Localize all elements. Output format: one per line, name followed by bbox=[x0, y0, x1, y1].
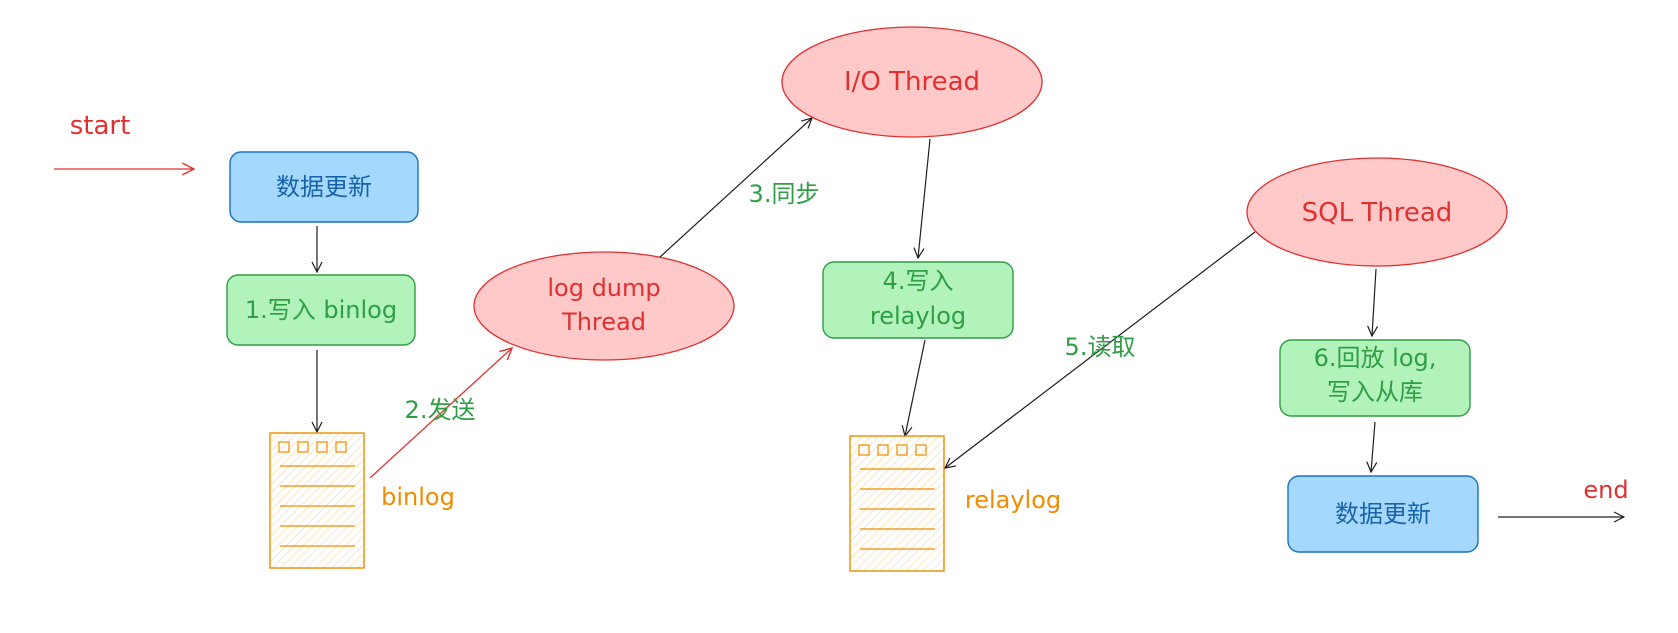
data-update-bottom-node: 数据更新 bbox=[1287, 475, 1479, 553]
relaylog-file-label: relaylog bbox=[965, 486, 1061, 514]
replay-line2: 写入从库 bbox=[1327, 378, 1423, 406]
arrow-read bbox=[945, 231, 1256, 468]
write-relaylog-line2: relaylog bbox=[870, 302, 966, 330]
arrow-sql-to-replay bbox=[1372, 268, 1376, 336]
write-relaylog-node: 4.写入 relaylog bbox=[822, 261, 1014, 339]
arrow-replay-to-update bbox=[1371, 421, 1375, 472]
data-update-top-label: 数据更新 bbox=[276, 173, 372, 201]
relaylog-file-icon bbox=[849, 435, 945, 572]
send-label: 2.发送 bbox=[405, 396, 476, 424]
log-dump-thread-node: log dump Thread bbox=[473, 251, 735, 361]
sync-label: 3.同步 bbox=[749, 180, 820, 208]
binlog-file-icon bbox=[269, 432, 365, 569]
write-relaylog-line1: 4.写入 bbox=[883, 267, 954, 295]
data-update-bottom-label: 数据更新 bbox=[1335, 500, 1431, 528]
io-thread-node: I/O Thread bbox=[781, 26, 1043, 138]
binlog-file-label: binlog bbox=[381, 483, 455, 511]
write-binlog-label: 1.写入 binlog bbox=[245, 296, 397, 324]
arrow-write-to-relaylog-file bbox=[905, 339, 926, 436]
data-update-top-node: 数据更新 bbox=[229, 151, 419, 223]
sql-thread-label: SQL Thread bbox=[1302, 198, 1453, 228]
read-label: 5.读取 bbox=[1065, 333, 1136, 361]
replay-node: 6.回放 log, 写入从库 bbox=[1279, 339, 1471, 417]
io-thread-label: I/O Thread bbox=[844, 67, 980, 97]
write-binlog-node: 1.写入 binlog bbox=[226, 274, 416, 346]
arrow-send bbox=[369, 348, 512, 479]
start-label: start bbox=[70, 111, 131, 141]
arrow-io-to-write-relaylog bbox=[918, 138, 931, 258]
log-dump-line2: Thread bbox=[561, 308, 646, 336]
log-dump-line1: log dump bbox=[547, 274, 660, 302]
end-label: end bbox=[1583, 476, 1628, 504]
arrow-sync bbox=[659, 118, 812, 258]
replay-line1: 6.回放 log, bbox=[1314, 344, 1437, 372]
sql-thread-node: SQL Thread bbox=[1246, 157, 1508, 267]
